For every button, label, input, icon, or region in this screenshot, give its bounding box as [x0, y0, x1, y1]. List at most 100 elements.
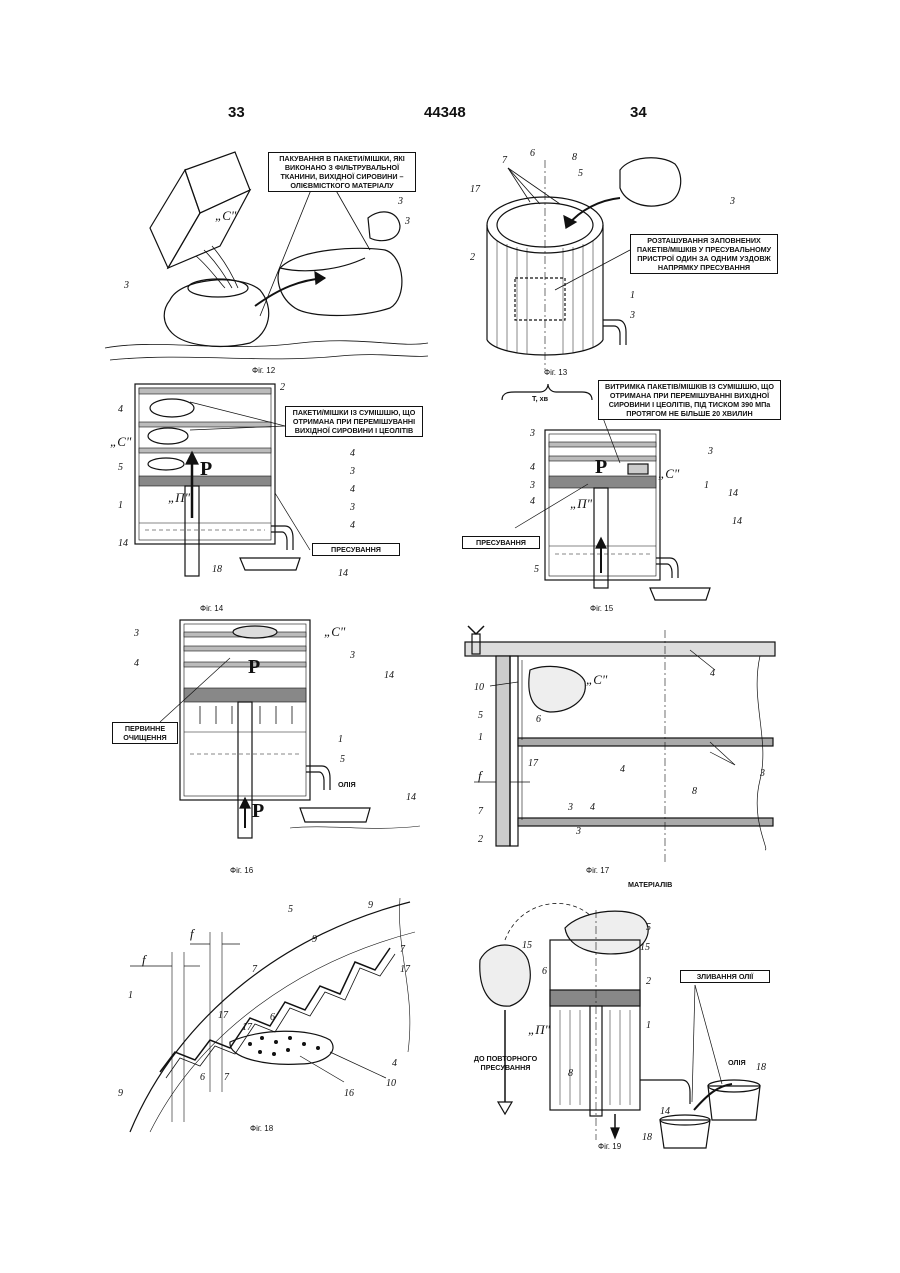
figure-17-label-3b: 3 [760, 768, 765, 779]
figure-13-caption: Фіг. 13 [544, 368, 567, 377]
figure-18-label-4: 4 [392, 1058, 397, 1069]
figure-14-label-18: 18 [212, 564, 222, 575]
figure-18-label-7b: 7 [400, 944, 405, 955]
figure-14-label-5: 5 [118, 462, 123, 473]
figure-19-caption: Фіг. 19 [598, 1142, 621, 1151]
figure-19-label-14: 14 [660, 1106, 670, 1117]
figure-15-label-14b: 14 [732, 516, 742, 527]
figure-16-force-bottom: P [252, 800, 264, 823]
figure-19-label-8: 8 [568, 1068, 573, 1079]
figure-18-label-1: 1 [128, 990, 133, 1001]
figure-14-label-14b: 14 [338, 568, 348, 579]
figure-17-c-label: „С" [586, 672, 607, 688]
figure-15-label-4b: 4 [530, 496, 535, 507]
figure-16-label-3b: 3 [350, 650, 355, 661]
figure-17-caption: Фіг. 17 [586, 866, 609, 875]
figure-19-label-15b: 15 [640, 942, 650, 953]
figure-15-c-label: „С" [658, 466, 679, 482]
figure-14-label-3b: 3 [350, 502, 355, 513]
figure-13-label-8: 8 [572, 152, 577, 163]
figure-13-label-17: 17 [470, 184, 480, 195]
figure-17-label-4a: 4 [710, 668, 715, 679]
figure-19-drawing [460, 880, 790, 1160]
figure-13-label-6: 6 [530, 148, 535, 159]
figure-18-label-7a: 7 [252, 964, 257, 975]
figure-19: МАТЕРІАЛІВ ЗЛИВАННЯ ОЛІЇ ОЛІЯ ДО ПОВТОРН… [460, 880, 790, 1160]
figure-15-label-4a: 4 [530, 462, 535, 473]
figure-15-time: Т, хв [532, 394, 548, 403]
figure-14-force: P [200, 458, 212, 481]
figure-16-note-clean: ПЕРВИННЕ ОЧИЩЕННЯ [112, 722, 178, 744]
figure-14-label-4d: 4 [350, 520, 355, 531]
figure-17-drawing [460, 620, 790, 880]
figure-13-label-3b: 3 [630, 310, 635, 321]
figure-18-label-9a: 9 [368, 900, 373, 911]
figure-15-caption: Фіг. 15 [590, 604, 613, 613]
figure-19-oil: ОЛІЯ [728, 1058, 746, 1067]
figure-15-label-3b: 3 [530, 480, 535, 491]
figure-13-note: РОЗТАШУВАННЯ ЗАПОВНЕНИХ ПАКЕТІВ/МІШКІВ У… [630, 234, 778, 274]
figure-14-label-1: 1 [118, 500, 123, 511]
figure-14-label-4c: 4 [350, 484, 355, 495]
figure-12-label-3b: 3 [398, 196, 403, 207]
figure-17-label-8: 8 [692, 786, 697, 797]
figure-18-label-16: 16 [344, 1088, 354, 1099]
figure-18-label-9b: 9 [312, 934, 317, 945]
figure-13: РОЗТАШУВАННЯ ЗАПОВНЕНИХ ПАКЕТІВ/МІШКІВ У… [460, 140, 780, 380]
figure-18-label-17a: 17 [218, 1010, 228, 1021]
figure-17-label-2: 2 [478, 834, 483, 845]
figure-17-f-label: f [478, 768, 482, 784]
figure-14-c-label: „С" [110, 434, 131, 450]
figure-15-label-5: 5 [534, 564, 539, 575]
figure-17-label-1: 1 [478, 732, 483, 743]
figure-17: „С" f 10 5 1 7 2 6 17 4 4 4 3 3 8 3 Фіг.… [460, 620, 790, 880]
figure-18-label-6b: 6 [200, 1072, 205, 1083]
figure-16-oil: ОЛІЯ [338, 780, 356, 789]
figure-15-label-1: 1 [704, 480, 709, 491]
figure-18-label-5: 5 [288, 904, 293, 915]
figure-16-label-14b: 14 [406, 792, 416, 803]
page-number-right: 34 [630, 104, 647, 121]
figure-17-label-5: 5 [478, 710, 483, 721]
figure-12-label-3a: 3 [124, 280, 129, 291]
figure-13-label-7: 7 [502, 155, 507, 166]
figure-14-p-label: „П" [168, 490, 190, 506]
figure-16-force-top: P [248, 656, 260, 679]
figure-12: ПАКУВАННЯ В ПАКЕТИ/МІШКИ, ЯКІ ВИКОНАНО З… [100, 138, 430, 378]
figure-17-label-3c: 3 [576, 826, 581, 837]
figure-17-label-4b: 4 [620, 764, 625, 775]
figure-14-label-4: 4 [118, 404, 123, 415]
figure-15-label-3c: 3 [708, 446, 713, 457]
figure-15-force: P [595, 456, 607, 479]
figure-12-label-3c: 3 [405, 216, 410, 227]
figure-17-label-6: 6 [536, 714, 541, 725]
figure-16-caption: Фіг. 16 [230, 866, 253, 875]
figure-17-label-7: 7 [478, 806, 483, 817]
figure-17-label-10: 10 [474, 682, 484, 693]
figure-14: ПАКЕТИ/МІШКИ ІЗ СУМІШШЮ, ЩО ОТРИМАНА ПРИ… [100, 378, 430, 618]
figure-19-label-18b: 18 [642, 1132, 652, 1143]
figure-19-label-1: 1 [646, 1020, 651, 1031]
figure-17-label-3a: 3 [568, 802, 573, 813]
figure-14-label-4b: 4 [350, 448, 355, 459]
figure-13-label-5: 5 [578, 168, 583, 179]
figure-19-label-5: 5 [646, 922, 651, 933]
figure-16-drawing [100, 618, 430, 878]
figure-18-label-7c: 7 [224, 1072, 229, 1083]
figure-16-label-14a: 14 [384, 670, 394, 681]
figure-18: f f 5 9 9 7 17 1 17 6 7 17 9 6 7 4 10 16… [100, 892, 430, 1142]
figure-17-label-4c: 4 [590, 802, 595, 813]
figure-15-note-press: ПРЕСУВАННЯ [462, 536, 540, 549]
figure-16: ПЕРВИННЕ ОЧИЩЕННЯ ОЛІЯ „С" P P 3 4 3 14 … [100, 618, 430, 878]
figure-16-label-5: 5 [340, 754, 345, 765]
figure-14-caption: Фіг. 14 [200, 604, 223, 613]
figure-18-drawing [100, 892, 430, 1142]
figure-19-p-label: „П" [528, 1022, 550, 1038]
figure-15-label-14a: 14 [728, 488, 738, 499]
figure-15: ВИТРИМКА ПАКЕТІВ/МІШКІВ ІЗ СУМІШШЮ, ЩО О… [460, 378, 790, 618]
figure-14-note-press: ПРЕСУВАННЯ [312, 543, 400, 556]
figure-18-f-label-b: f [190, 926, 194, 942]
page-number-left: 33 [228, 104, 245, 121]
figure-13-label-1: 1 [630, 290, 635, 301]
figure-18-label-9c: 9 [118, 1088, 123, 1099]
